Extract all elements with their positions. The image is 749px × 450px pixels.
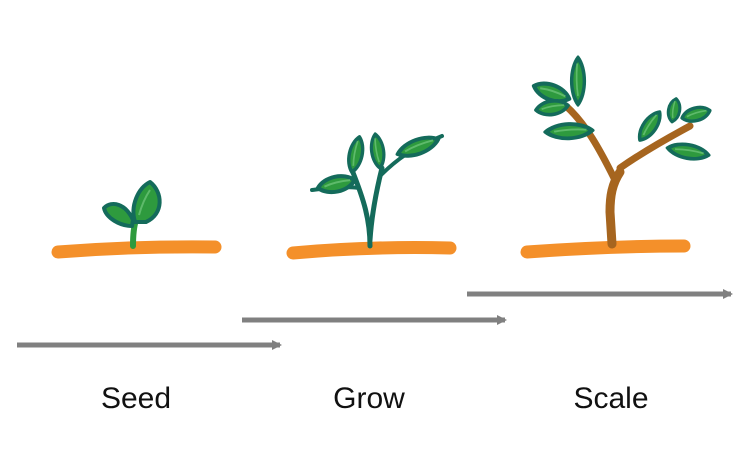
scale-tree-icon <box>531 58 714 249</box>
grow-plant-icon <box>310 133 444 249</box>
stage-label-seed: Seed <box>100 382 172 415</box>
seed-sprout-icon <box>102 180 162 249</box>
grow-soil <box>286 241 457 260</box>
stage-label-scale: Scale <box>573 382 649 415</box>
stage-label-grow: Grow <box>333 382 405 415</box>
scale-soil <box>520 239 691 259</box>
seed-soil <box>51 240 222 259</box>
